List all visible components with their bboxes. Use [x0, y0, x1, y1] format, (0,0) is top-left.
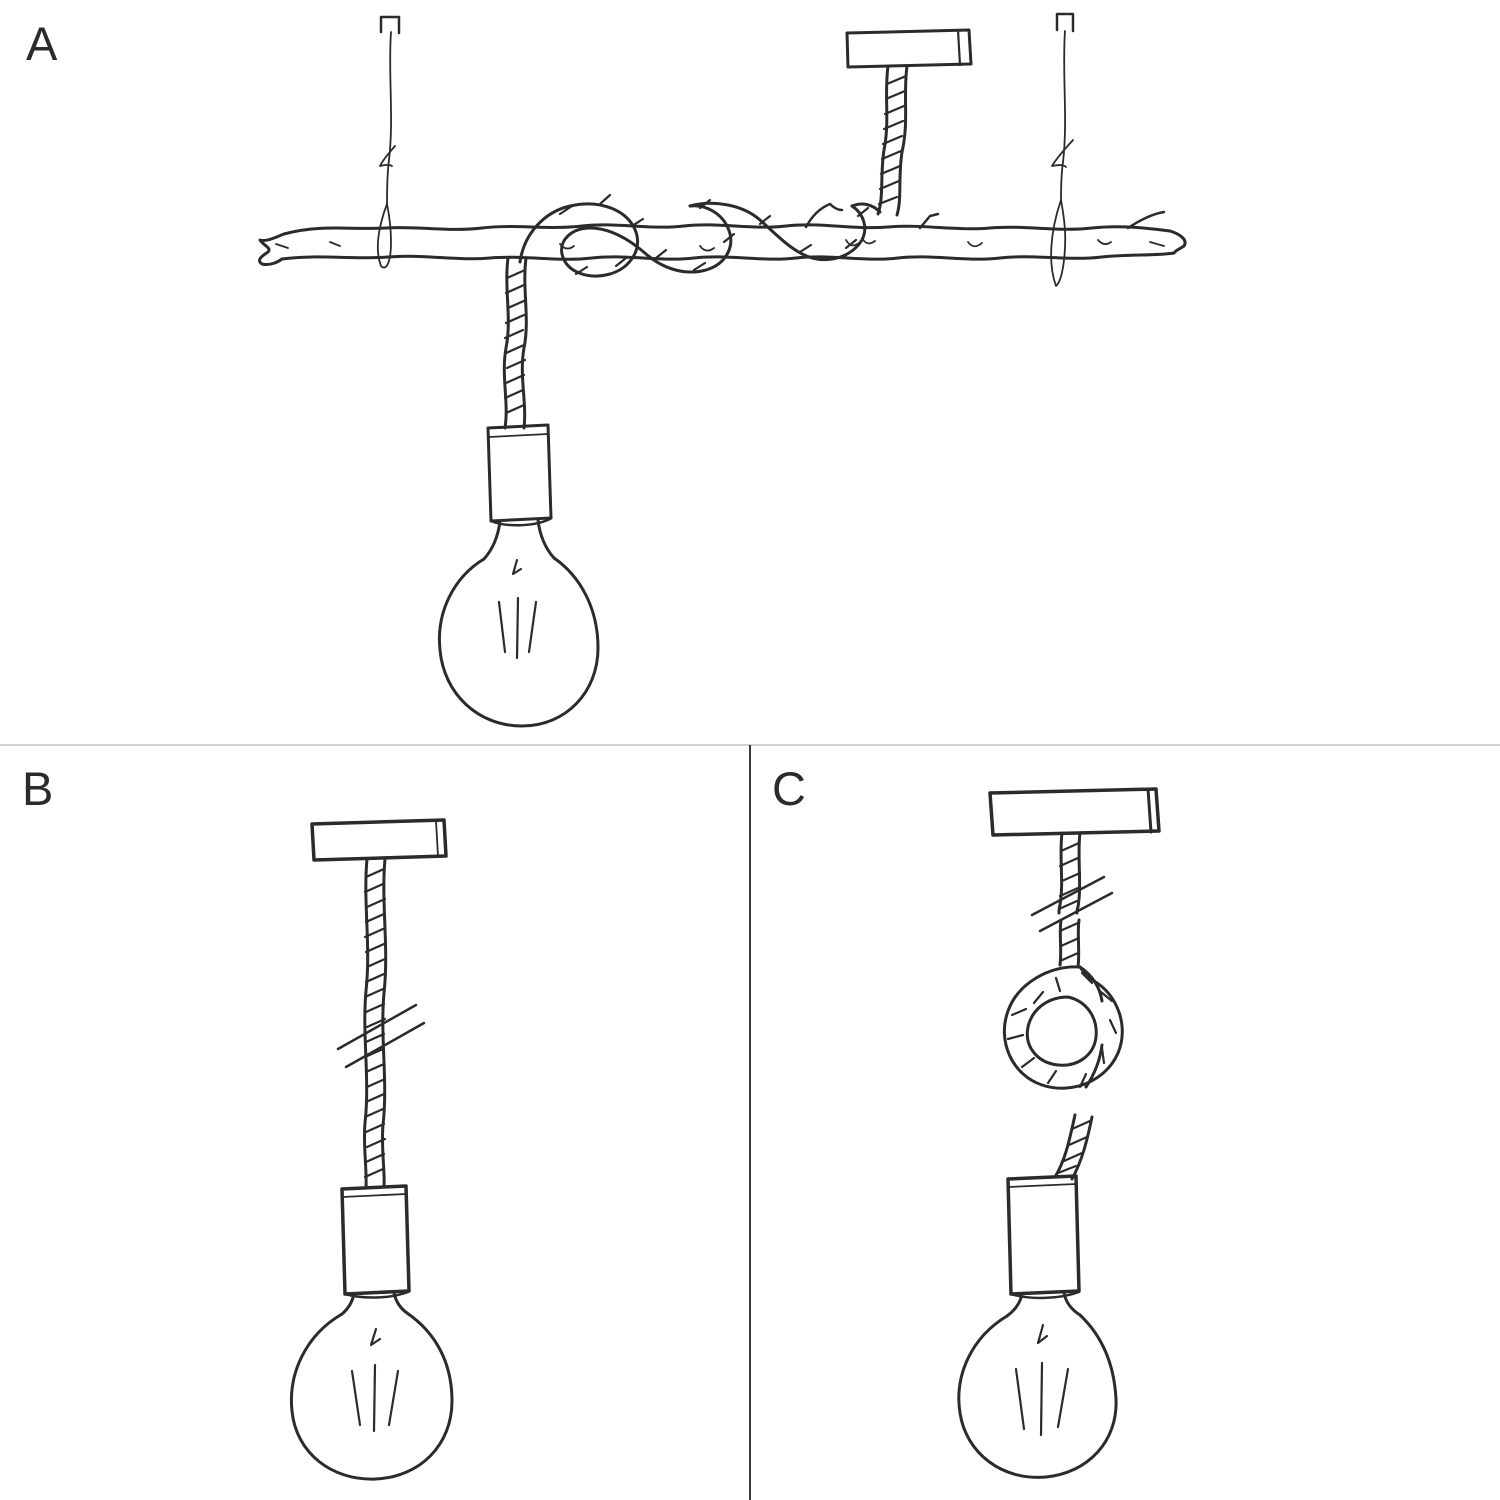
pendant-rope-upper: [1057, 831, 1082, 915]
panel-c-sketch: [957, 787, 1161, 1479]
lamp-holder: [486, 423, 553, 527]
pendant-rope-lower: [1053, 1113, 1094, 1181]
branch: [258, 202, 1187, 266]
pendant-rope: [362, 857, 388, 1189]
pendant-rope: [502, 256, 528, 430]
panel-a-label: A: [26, 17, 59, 70]
panel-b-label: B: [22, 762, 55, 815]
cord-break-marks: [336, 1003, 426, 1069]
cord-break-marks: [1030, 875, 1114, 933]
pendant-rope-middle: [1058, 918, 1081, 969]
panel-b-sketch: [289, 818, 454, 1481]
vertical-divider: [749, 745, 751, 1500]
support-wire-right: [1050, 12, 1075, 287]
light-bulb: [957, 1291, 1118, 1479]
ceiling-rope: [876, 64, 909, 217]
light-bulb: [289, 1291, 454, 1481]
panel-a-sketch: [258, 12, 1187, 728]
ceiling-rose: [845, 28, 973, 69]
support-wire-left: [376, 15, 401, 269]
wrapped-rope: [518, 193, 882, 278]
lamp-holder: [340, 1184, 411, 1299]
panel-c-label: C: [772, 762, 807, 815]
rope-knot: [1003, 965, 1124, 1090]
ceiling-rose: [988, 787, 1161, 837]
light-bulb: [437, 518, 600, 728]
lamp-holder: [1006, 1174, 1081, 1300]
ceiling-rose: [310, 818, 448, 862]
